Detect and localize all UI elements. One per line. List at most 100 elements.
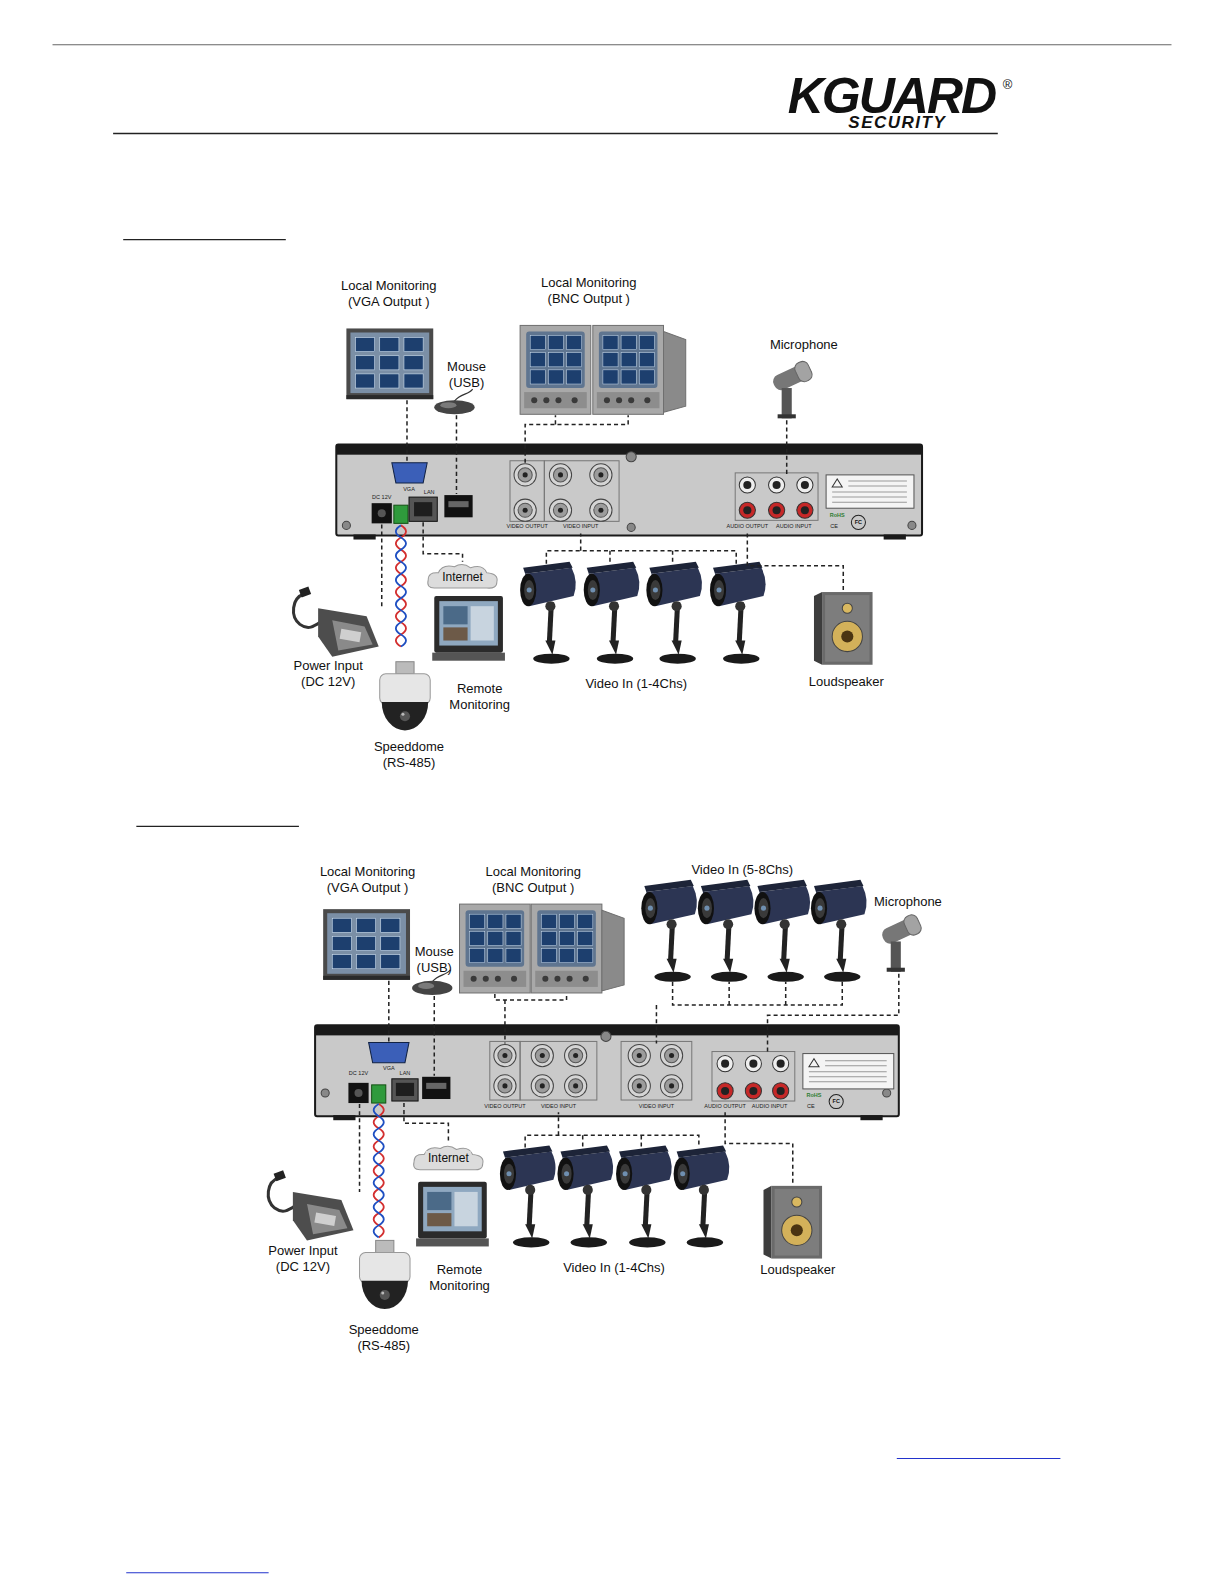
dvr-4ch-panel	[544, 461, 619, 522]
compliance-mark: CE	[807, 1103, 815, 1110]
compliance-mark: RoHS	[806, 1092, 821, 1099]
dvr-8ch-panel	[494, 1075, 516, 1097]
cloud-label: Internet	[426, 1151, 471, 1165]
dvr-4ch-panel	[394, 505, 408, 523]
devices	[460, 904, 531, 993]
link-underline	[897, 1458, 1061, 1459]
dvr-8ch-panel	[803, 1054, 894, 1089]
dashed-wire	[388, 981, 390, 1042]
rs485-twisted-pair	[396, 525, 406, 646]
dashed-wire	[525, 1112, 699, 1147]
dvr-4ch-panel	[514, 499, 536, 521]
dvr-4ch-panel	[414, 502, 432, 516]
devices	[346, 328, 433, 399]
dvr-8ch-panel	[392, 1079, 418, 1101]
dvr-4ch-panel	[372, 503, 392, 523]
devices	[674, 1145, 730, 1247]
devices	[664, 331, 686, 412]
dvr-8ch-panel	[860, 1115, 882, 1120]
devices	[646, 562, 702, 664]
dvr-8ch-panel	[520, 1041, 597, 1100]
device-caption: Power Input (DC 12V)	[287, 658, 370, 690]
registered-mark: ®	[1003, 77, 1013, 93]
dvr-4ch-panel	[514, 464, 536, 486]
dvr-4ch-panel	[549, 464, 571, 486]
port-label: AUDIO OUTPUT	[704, 1103, 746, 1110]
devices	[360, 1240, 410, 1309]
dvr-4ch-panel	[392, 463, 427, 483]
devices	[520, 562, 576, 664]
dvr-4ch-panel	[353, 534, 375, 539]
dvr-4ch-panel	[851, 515, 865, 529]
devices	[380, 662, 430, 731]
dvr-8ch-panel	[883, 1089, 891, 1097]
devices	[593, 325, 664, 414]
device-caption: Loudspeaker	[809, 674, 884, 690]
devices	[698, 880, 754, 982]
dvr-8ch-panel	[660, 1044, 682, 1066]
devices	[616, 1145, 672, 1247]
compliance-mark: RoHS	[830, 512, 845, 519]
dvr-8ch-panel	[348, 1083, 368, 1103]
dvr-4ch-panel	[832, 502, 907, 503]
dvr-4ch-panel	[342, 521, 350, 529]
dvr-4ch-panel	[848, 485, 907, 486]
device-caption: Microphone	[874, 894, 942, 910]
dvr-8ch-panel	[717, 1083, 733, 1099]
cloud-label: Internet	[440, 570, 485, 584]
port-label: VIDEO OUTPUT	[507, 523, 548, 530]
dashed-wire	[525, 415, 628, 462]
devices	[770, 359, 814, 418]
device-caption: Local Monitoring (VGA Output )	[329, 278, 448, 310]
dvr-4ch-panel	[826, 475, 914, 508]
dashed-wire	[406, 400, 408, 461]
rs485-twisted-pair	[374, 1104, 384, 1237]
dvr-8ch-panel	[369, 1042, 409, 1062]
dvr-8ch-panel	[829, 1094, 843, 1108]
devices	[428, 564, 497, 588]
dvr-4ch-panel	[739, 477, 755, 493]
heading-underline	[136, 826, 299, 827]
devices	[293, 587, 378, 657]
dashed-wire	[656, 982, 842, 1044]
devices	[557, 1145, 613, 1247]
devices	[500, 1145, 556, 1247]
dvr-4ch-panel	[336, 445, 922, 536]
device-caption: Video In (1-4Chs)	[563, 1260, 665, 1276]
rs485-twisted-pair	[374, 1104, 384, 1237]
dashed-wire	[359, 1104, 361, 1192]
dvr-4ch-panel	[797, 477, 813, 493]
compliance-mark: FC	[833, 1098, 840, 1105]
dvr-8ch-panel	[490, 1041, 520, 1100]
dvr-8ch-panel	[531, 1075, 553, 1097]
dvr-4ch-panel	[769, 477, 785, 493]
port-label: AUDIO OUTPUT	[727, 523, 769, 530]
devices	[268, 1170, 353, 1240]
dvr-8ch-panel	[712, 1052, 795, 1101]
device-caption: Speeddome (RS-485)	[361, 739, 457, 771]
device-caption: Video In (5-8Chs)	[691, 862, 793, 878]
dvr-8ch-panel	[745, 1083, 761, 1099]
dvr-8ch-panel	[717, 1056, 733, 1072]
devices	[293, 325, 872, 730]
device-caption: Video In (1-4Chs)	[585, 676, 687, 692]
dvr-8ch-panel	[315, 1025, 899, 1116]
port-label: LAN	[424, 489, 435, 496]
rs485-twisted-pair	[374, 1104, 384, 1237]
brand-logo: SECURITY	[848, 114, 946, 131]
dvr-4ch-panel	[409, 497, 437, 521]
dvr-8ch-panel	[809, 1076, 887, 1077]
dvr-4ch-panel	[739, 502, 755, 518]
device-caption: Microphone	[770, 337, 838, 353]
dvr-4ch-panel	[908, 521, 916, 529]
dvr-8ch-panel	[565, 1075, 587, 1097]
link-underline	[126, 1572, 268, 1573]
dvr-4ch-panel	[510, 461, 544, 522]
dvr-4ch-panel	[797, 502, 813, 518]
dvr-4ch-panel	[735, 473, 818, 520]
device-caption: Remote Monitoring	[439, 681, 520, 713]
devices	[414, 1146, 483, 1170]
dvr-8ch-panel	[565, 1044, 587, 1066]
